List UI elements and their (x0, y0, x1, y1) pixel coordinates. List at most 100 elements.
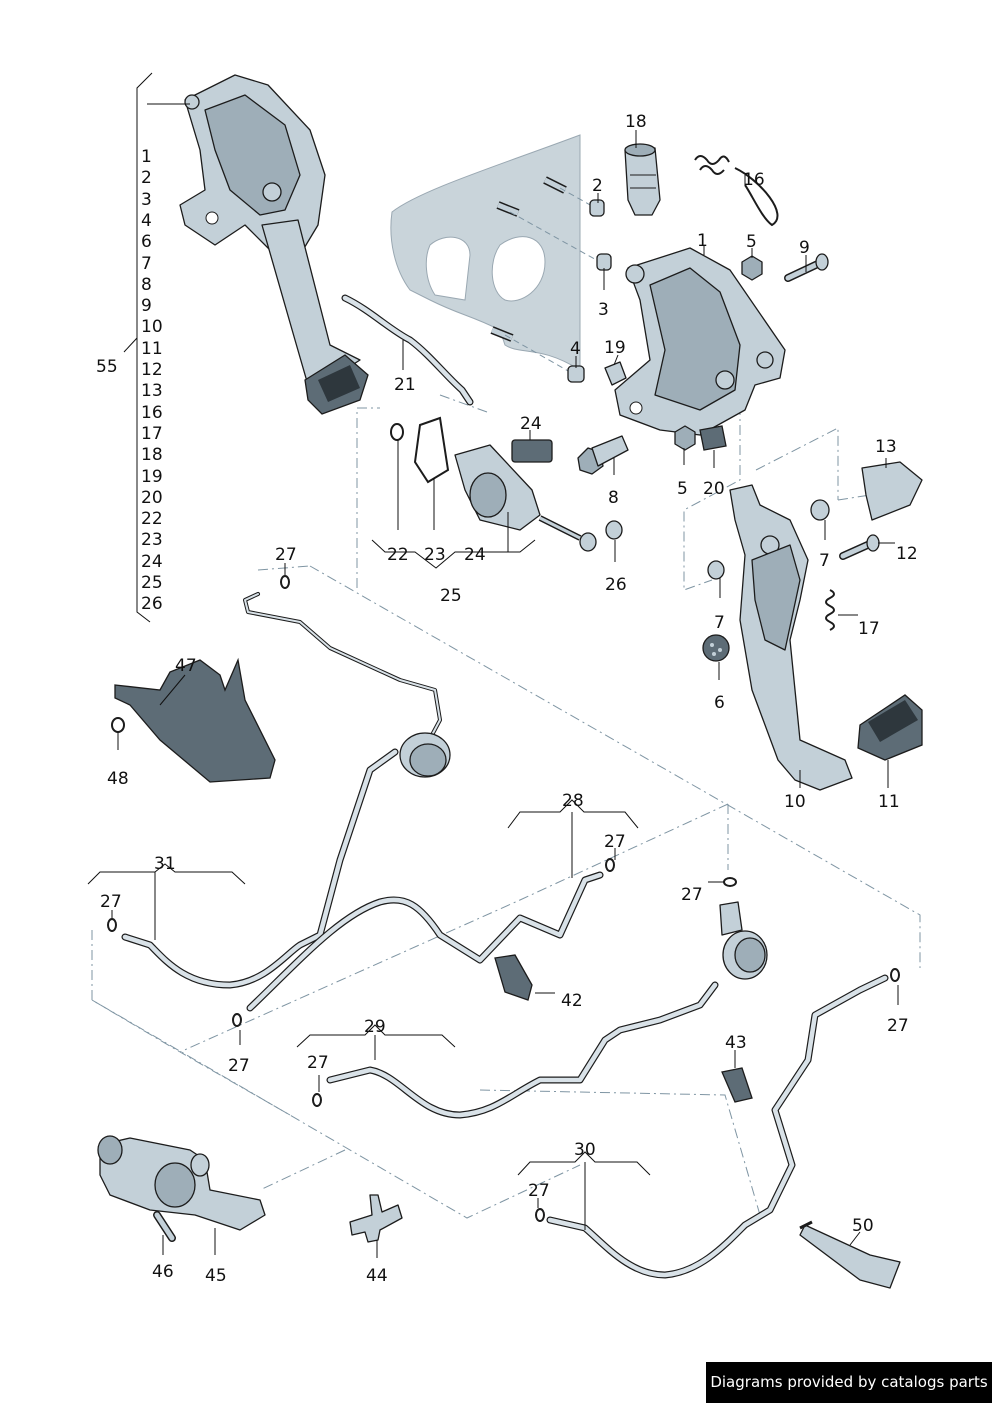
label-5-top: 5 (746, 232, 757, 252)
label-26: 26 (605, 575, 627, 595)
slave-cylinder-45 (97, 1135, 266, 1231)
label-27-c: 27 (604, 832, 626, 852)
label-48: 48 (107, 769, 129, 789)
label-43: 43 (725, 1033, 747, 1053)
label-11: 11 (878, 792, 900, 812)
bracket-list-item: 26 (141, 594, 163, 614)
label-9: 9 (799, 238, 810, 258)
label-27-f: 27 (887, 1016, 909, 1036)
bracket-list-item: 13 (141, 381, 163, 401)
label-50: 50 (852, 1216, 874, 1236)
firewall-plate (390, 134, 581, 371)
hose-29 (326, 981, 719, 1119)
bracket-list-item: 7 (141, 254, 152, 274)
bush-7-bottom (707, 560, 725, 580)
firewall-cutout-2 (425, 236, 471, 301)
label-20: 20 (703, 479, 725, 499)
release-bearing (719, 901, 768, 980)
pedal-bracket-1 (614, 247, 786, 436)
sensor-18 (624, 143, 661, 216)
bolt-9 (784, 253, 829, 282)
label-18: 18 (625, 112, 647, 132)
bush-26 (605, 520, 623, 540)
label-3: 3 (598, 300, 609, 320)
label-27-d: 27 (681, 885, 703, 905)
label-7-left: 7 (714, 613, 725, 633)
label-45: 45 (205, 1266, 227, 1286)
nut-5-top (741, 255, 763, 281)
bracket-list-item: 2 (141, 168, 152, 188)
spring-17 (825, 589, 835, 631)
clip-19 (604, 361, 627, 386)
bush-7-top (810, 499, 830, 521)
bracket-list-item: 1 (141, 147, 152, 167)
assembly-outlines (91, 385, 921, 1219)
clutch-pedal-10 (729, 484, 853, 791)
firewall-cutout (491, 236, 546, 302)
pedal-assembly-55 (179, 74, 369, 415)
bracket-list-item: 12 (141, 360, 163, 380)
bracket-list-item: 4 (141, 211, 152, 231)
bracket-list-item: 11 (141, 339, 163, 359)
nut-5-bottom (674, 425, 696, 451)
spring-16 (694, 155, 779, 227)
bracket-list-item: 17 (141, 424, 163, 444)
pin-8 (577, 435, 629, 475)
label-2: 2 (592, 176, 603, 196)
label-24-top: 24 (520, 414, 542, 434)
bush-2 (589, 199, 605, 217)
bolt-46 (153, 1211, 176, 1242)
bush-3 (596, 253, 612, 271)
leader-lines (87, 72, 899, 1258)
label-30: 30 (574, 1140, 596, 1160)
sensor-24 (511, 439, 553, 463)
callout-labels: 1 2 3 4 5 5 6 7 7 8 9 10 11 12 13 16 17 … (100, 112, 918, 1286)
label-4: 4 (570, 339, 581, 359)
label-44: 44 (366, 1266, 388, 1286)
tee-44 (349, 1194, 403, 1243)
master-cylinder-24 (454, 444, 597, 552)
bracket-42 (494, 954, 533, 1001)
bracket-list-item: 9 (141, 296, 152, 316)
label-27-g: 27 (307, 1053, 329, 1073)
label-7-right: 7 (819, 551, 830, 571)
reservoir-cap (399, 732, 451, 778)
label-27-h: 27 (528, 1181, 550, 1201)
label-6: 6 (714, 693, 725, 713)
label-17: 17 (858, 619, 880, 639)
label-12: 12 (896, 544, 918, 564)
bush-4 (567, 365, 585, 383)
bracket-list-item: 16 (141, 403, 163, 423)
cover-13 (861, 461, 923, 521)
label-25: 25 (440, 586, 462, 606)
hose-30 (546, 974, 889, 1279)
bolt-12 (839, 534, 880, 560)
label-13: 13 (875, 437, 897, 457)
label-31: 31 (154, 854, 176, 874)
bracket-list-item: 3 (141, 190, 152, 210)
label-10: 10 (784, 792, 806, 812)
bracket-list-item: 24 (141, 552, 163, 572)
clip-43 (721, 1067, 753, 1103)
buffer-6 (702, 634, 730, 662)
bracket-list-item: 22 (141, 509, 163, 529)
label-19: 19 (604, 338, 626, 358)
label-29: 29 (364, 1017, 386, 1037)
label-46: 46 (152, 1262, 174, 1282)
bracket-list-item: 19 (141, 467, 163, 487)
label-47: 47 (175, 656, 197, 676)
feed-pipe (243, 592, 442, 737)
label-22: 22 (387, 545, 409, 565)
gasket-23 (413, 416, 450, 484)
bracket-list-item: 6 (141, 232, 152, 252)
footer-credit: Diagrams provided by catalogs parts (706, 1362, 992, 1403)
bracket-list-item: 8 (141, 275, 152, 295)
bracket-list-item: 10 (141, 317, 163, 337)
label-5-bottom: 5 (677, 479, 688, 499)
bracket-list-item: 23 (141, 530, 163, 550)
bracket-list-item: 25 (141, 573, 163, 593)
hose-28 (246, 871, 604, 1012)
bracket-20 (699, 425, 727, 451)
label-16: 16 (743, 170, 765, 190)
